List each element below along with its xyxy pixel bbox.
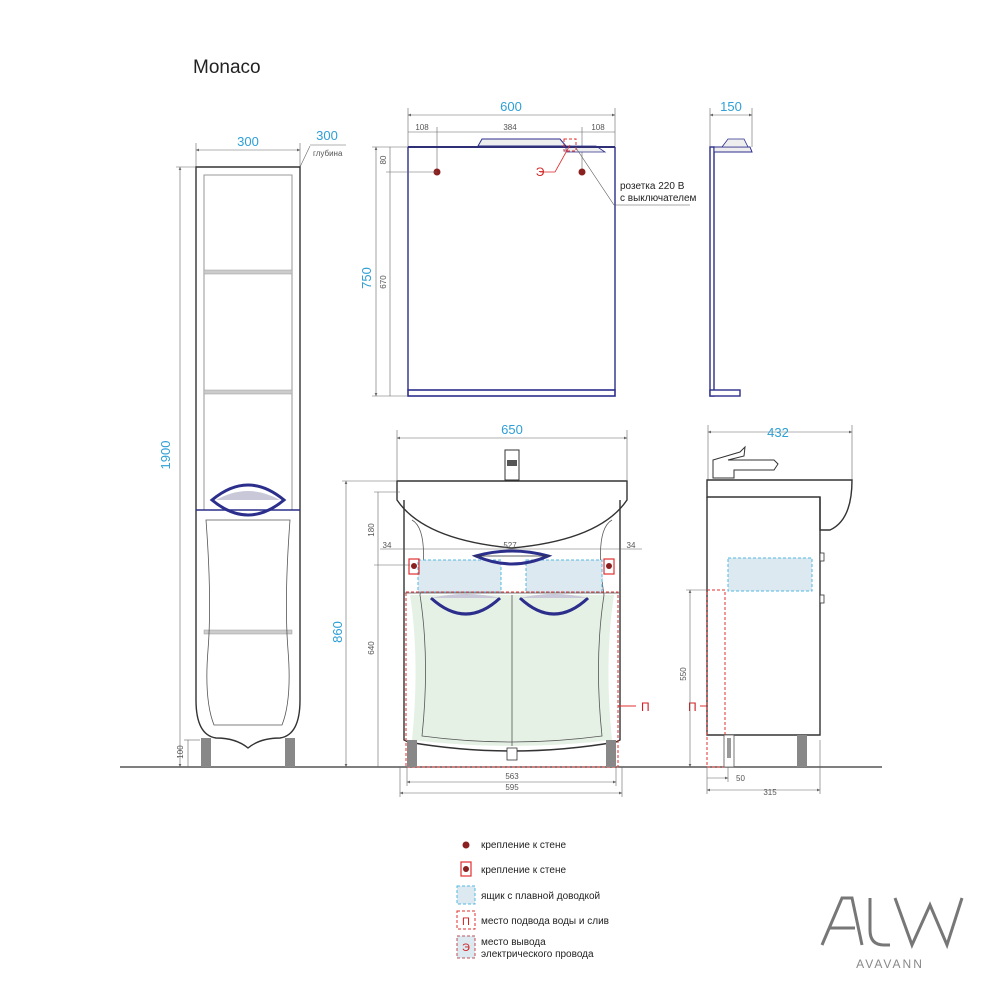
inner-zone-label: 640 [367, 641, 376, 655]
vanity-width-label: 650 [501, 422, 523, 437]
product-title: Monaco [193, 57, 261, 78]
mirror-front: 600 108 384 108 Э розетка 220 В с выключ… [359, 99, 697, 397]
legend: крепление к стене крепление к стене ящик… [456, 840, 609, 960]
legend-label-4: место подвода воды и слив [481, 916, 609, 927]
side-depth-label: 432 [767, 425, 789, 440]
pencil-depth-label: 300 [316, 128, 338, 143]
electrical-outlet-icon [456, 935, 476, 959]
pencil-cabinet: 300 300 глубина 1900 100 [158, 128, 346, 768]
mirror-width-label: 600 [500, 99, 522, 114]
mirror-top-offset-label: 80 [379, 155, 388, 164]
wall-mount-boxed-icon [411, 563, 417, 569]
vanity-height-label: 860 [330, 621, 345, 643]
pencil-handle-icon [209, 483, 287, 517]
brand-logo-text: AVAVANN [856, 957, 924, 971]
side-base-depth-label: 315 [763, 788, 777, 797]
vanity-plumbing-marker: П [641, 700, 650, 714]
soft-close-drawer-icon [417, 559, 502, 593]
mirror-height-label: 750 [359, 267, 374, 289]
legend-label-5a: место вывода [481, 937, 546, 948]
side-offset-label: 50 [736, 774, 745, 783]
soft-close-drawer-icon [456, 885, 476, 905]
legend-label-1: крепление к стене [481, 840, 566, 851]
vanity-front: 650 П 527 [330, 422, 650, 797]
legend-label-3: ящик с плавной доводкой [481, 891, 600, 902]
plumbing-height-label: 550 [679, 667, 688, 681]
socket-note-line2: с выключателем [620, 193, 697, 204]
side-plumbing-marker: П [688, 700, 697, 714]
pencil-height-label: 1900 [158, 441, 173, 470]
pencil-width-label: 300 [237, 134, 259, 149]
mirror-seg-mid-label: 384 [503, 123, 517, 132]
mirror-inner-height-label: 670 [379, 275, 388, 289]
legend-marker-5: Э [462, 942, 470, 954]
base-inner-label: 563 [505, 772, 519, 781]
water-supply-icon [456, 910, 476, 930]
soft-close-drawer-icon [525, 559, 603, 593]
water-supply-icon [405, 591, 619, 768]
side-left-label: 34 [383, 541, 392, 550]
socket-note-line1: розетка 220 В [620, 181, 685, 192]
mirror-seg-right-label: 108 [591, 123, 605, 132]
brand-logo: AVAVANN [820, 896, 964, 971]
wall-mount-dot-icon [578, 168, 586, 176]
pencil-depth-caption: глубина [313, 149, 343, 158]
side-right-label: 34 [627, 541, 636, 550]
mirror-depth-label: 150 [720, 99, 742, 114]
wall-mount-boxed-icon [463, 866, 469, 872]
top-zone-label: 180 [367, 523, 376, 537]
legend-label-5b: электрического провода [481, 949, 594, 960]
base-outer-label: 595 [505, 783, 519, 792]
vanity-side: 432 П 550 50 315 [679, 425, 853, 797]
mirror-side: 150 [709, 99, 753, 397]
legend-marker-4: П [462, 916, 470, 928]
wall-mount-boxed-icon [606, 563, 612, 569]
drawer-width-label: 527 [503, 541, 517, 550]
legend-label-2: крепление к стене [481, 865, 566, 876]
pencil-legs-label: 100 [176, 745, 185, 759]
socket-marker: Э [536, 165, 545, 179]
wall-mount-dot-icon [462, 841, 470, 849]
mirror-seg-left-label: 108 [415, 123, 429, 132]
